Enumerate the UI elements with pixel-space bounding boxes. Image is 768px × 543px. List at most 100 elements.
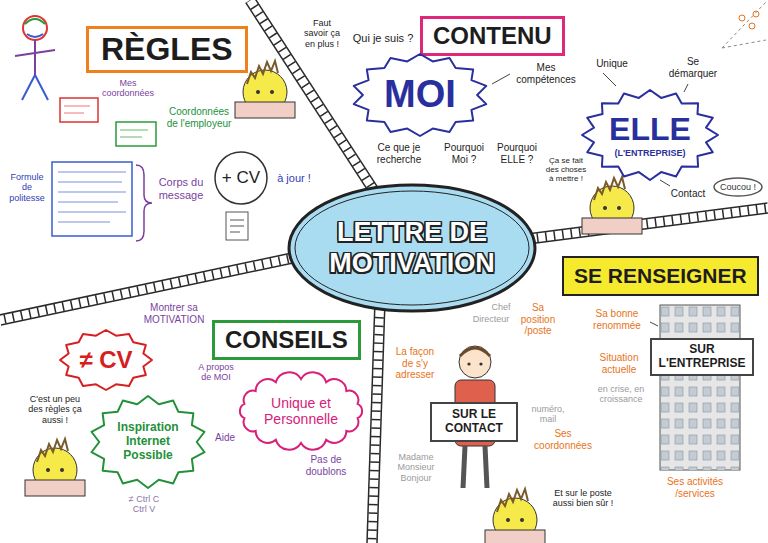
spotlight-icon xyxy=(749,23,755,29)
section-divider xyxy=(519,203,767,235)
person-figure xyxy=(485,446,487,488)
annotation: Faut savoir ça en plus ! xyxy=(300,18,344,49)
section-header: CONSEILS xyxy=(212,320,361,360)
node-title: CONSEILS xyxy=(225,326,348,354)
annotation: Mes compétences xyxy=(514,62,578,85)
leader-line xyxy=(650,322,658,326)
person-figure xyxy=(459,346,491,378)
annotation: en crise, en croissance xyxy=(586,384,656,405)
annotation: à jour ! xyxy=(274,172,314,185)
leader-line xyxy=(603,73,616,86)
annotation: Corps du message xyxy=(156,176,206,201)
stick-figure xyxy=(27,34,43,37)
annotation: Ce que je recherche xyxy=(368,142,430,165)
annotation: C'est un peu des règles ça aussi ! xyxy=(26,394,84,425)
annotation: Ses coordonnées xyxy=(528,428,598,451)
letter-template xyxy=(58,212,126,213)
peeking-character xyxy=(582,177,642,234)
section-divider xyxy=(520,208,768,240)
starburst-outline xyxy=(60,330,152,390)
cv-circle: + CV xyxy=(213,150,269,206)
annotation: Pas de doublons xyxy=(298,454,354,477)
person-figure xyxy=(467,362,470,365)
leader-line xyxy=(684,84,688,92)
section-header: SE RENSEIGNER xyxy=(562,256,759,296)
cv-document-icon xyxy=(226,212,248,240)
cloud-shape: Unique et Personnelle xyxy=(236,372,366,450)
spotlight-icon xyxy=(722,2,766,48)
letter-template xyxy=(58,222,110,223)
peeking-character xyxy=(617,206,621,210)
annotation: Ça se fait des choses à mettre ! xyxy=(544,156,588,184)
stick-figure xyxy=(35,75,48,100)
annotation: Qui je suis ? xyxy=(348,32,418,45)
annotation: Chef xyxy=(486,302,516,312)
annotation: Aide xyxy=(210,432,240,444)
annotation: Coordonnées de l'employeur xyxy=(164,106,234,129)
node-title: LETTRE DE MOTIVATION xyxy=(317,217,507,279)
ellipse-outline xyxy=(714,178,762,196)
stick-figure xyxy=(22,75,35,100)
ellipse-outline xyxy=(215,152,267,204)
peeking-character xyxy=(256,90,260,94)
starburst: ≠ CV xyxy=(58,328,154,392)
peeking-character xyxy=(270,90,274,94)
cv-document-icon xyxy=(230,220,244,221)
cv-document-icon xyxy=(226,212,248,240)
node-title: + CV xyxy=(222,168,260,188)
peeking-character xyxy=(46,468,50,472)
annotation: Se démarquer xyxy=(668,56,718,79)
peeking-character xyxy=(235,102,295,118)
section-divider xyxy=(372,300,380,543)
held-sign: SUR LE CONTACT xyxy=(430,402,518,442)
person-figure xyxy=(463,446,465,488)
annotation: Sa position /poste xyxy=(516,302,560,337)
node-title: ELLE xyxy=(609,111,691,148)
building xyxy=(660,305,740,470)
node-title: SUR LE CONTACT xyxy=(436,408,512,436)
letter-template xyxy=(58,202,118,203)
peeking-character xyxy=(603,206,607,210)
letter-template xyxy=(116,122,156,146)
stick-figure xyxy=(23,16,47,40)
node-title: MOI xyxy=(384,73,456,117)
ellipse-outline xyxy=(289,185,535,311)
starburst-outline xyxy=(582,90,718,180)
peeking-character xyxy=(520,518,524,522)
peeking-character xyxy=(25,439,85,496)
letter-template xyxy=(52,98,156,241)
letter-template xyxy=(58,192,126,193)
annotation: Et sur le poste aussi bien sûr ! xyxy=(548,488,618,509)
spotlight-icon xyxy=(722,2,766,48)
section-header: CONTENU xyxy=(420,16,565,56)
annotation: Directeur xyxy=(470,314,512,324)
building-sign: SUR L'ENTREPRISE xyxy=(650,338,754,376)
letter-template xyxy=(136,165,152,241)
stick-figure xyxy=(25,19,45,24)
peeking-character xyxy=(25,480,85,496)
stick-figure xyxy=(15,50,55,56)
central-ellipse: LETTRE DE MOTIVATION xyxy=(287,183,537,313)
cloud-outline xyxy=(240,372,362,449)
node-title: RÈGLES xyxy=(101,31,233,68)
starburst-outline xyxy=(91,396,204,488)
annotation: Ses activités /services xyxy=(660,476,730,499)
section-header: RÈGLES xyxy=(86,26,248,73)
annotation: La façon de s'y adresser xyxy=(390,346,440,381)
node-title: Unique et Personnelle xyxy=(252,395,350,427)
leader-line xyxy=(492,74,510,84)
section-divider xyxy=(1,255,331,325)
annotation: Formule de politesse xyxy=(5,172,49,203)
starburst: Inspiration Internet Possible xyxy=(88,394,208,490)
building xyxy=(660,305,740,470)
starburst: MOI xyxy=(350,52,490,138)
annotation: Mes coordonnées xyxy=(100,78,156,99)
letter-template xyxy=(58,172,126,173)
letter-template xyxy=(60,98,98,122)
node-title: Inspiration Internet Possible xyxy=(107,421,189,462)
node-title: CONTENU xyxy=(433,22,552,50)
peeking-character xyxy=(497,489,528,512)
annotation: Contact xyxy=(668,188,708,200)
